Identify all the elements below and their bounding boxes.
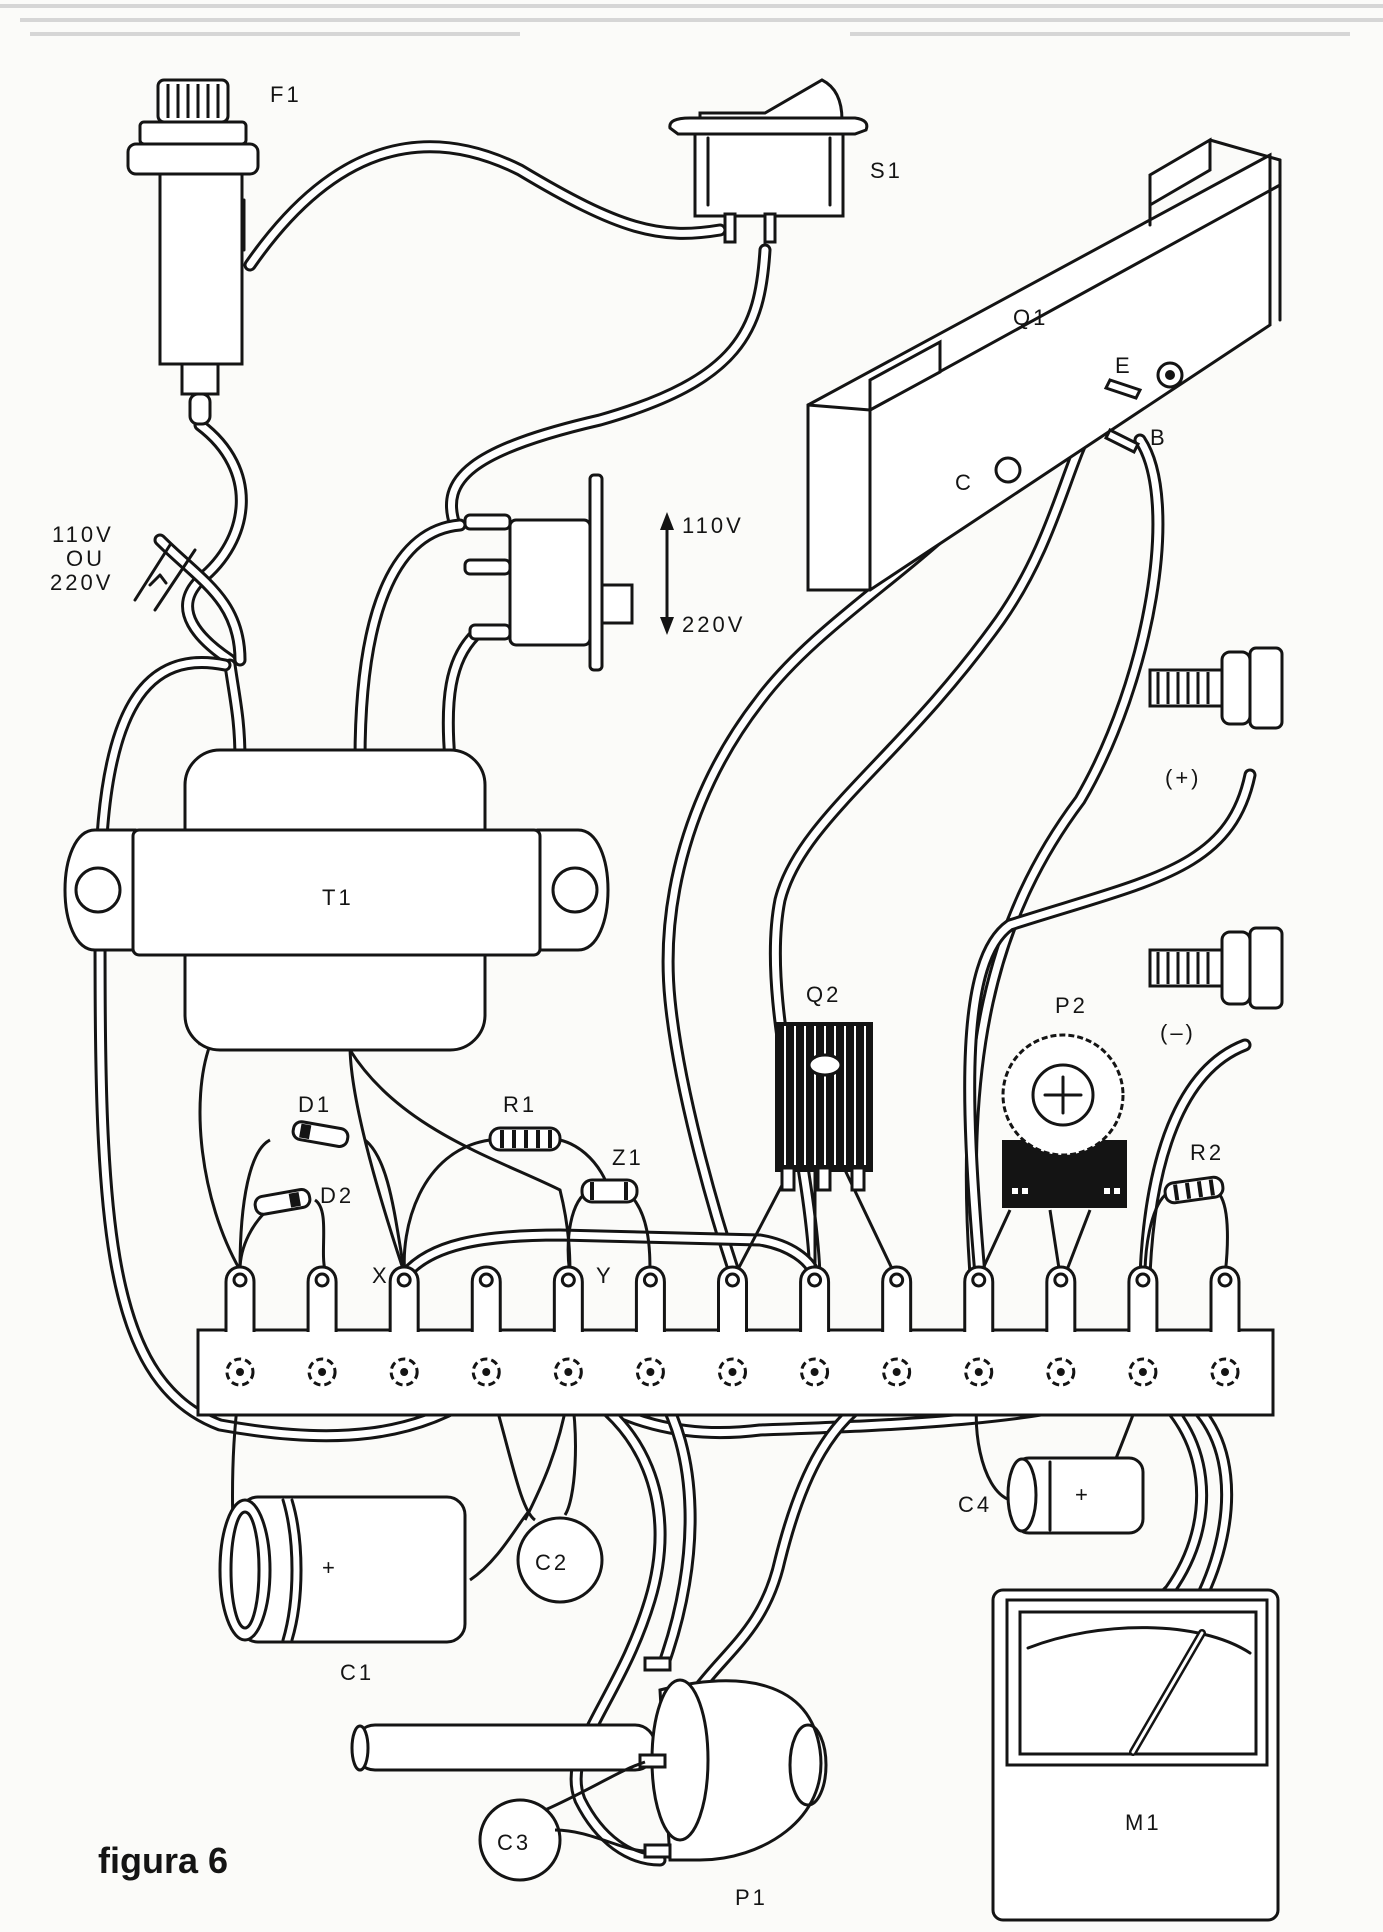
label-c1: C1 — [340, 1660, 374, 1685]
solder-lug-hole — [1217, 1272, 1233, 1288]
label-mains-2: OU — [66, 546, 105, 571]
terminal-screw-center — [646, 1368, 655, 1376]
solder-lug-hole — [1053, 1272, 1069, 1288]
label-node-y: Y — [596, 1263, 614, 1288]
solder-lug-hole — [560, 1272, 576, 1288]
label-c1-plus: + — [322, 1555, 338, 1580]
label-r1: R1 — [503, 1092, 537, 1117]
label-negative: (–) — [1160, 1020, 1196, 1045]
header-text-residue — [0, 4, 1383, 36]
solder-lug — [963, 1265, 995, 1332]
solder-lug-hole — [889, 1272, 905, 1288]
resistor-r2: R2 — [1163, 1140, 1225, 1205]
terminal-screw-center — [236, 1368, 244, 1376]
binding-post-negative: (–) — [1148, 926, 1284, 1045]
meter-scale-arc — [1026, 1626, 1252, 1655]
solder-lug-hole — [396, 1272, 412, 1288]
binding-post-positive: (+) — [1148, 646, 1284, 790]
trimpot-p2: P2 — [1001, 993, 1127, 1208]
solder-lug — [1127, 1265, 1159, 1332]
solder-lug-hole — [478, 1272, 494, 1288]
fuse-holder-f1: F1 — [126, 78, 302, 426]
label-z1: Z1 — [612, 1145, 644, 1170]
voltage-selector-switch: 110V 220V — [463, 473, 745, 672]
label-q1-b: B — [1150, 425, 1168, 450]
label-f1: F1 — [270, 82, 302, 107]
terminal-screw-center — [400, 1368, 409, 1376]
label-selector-220: 220V — [682, 612, 745, 637]
label-c4: C4 — [958, 1492, 992, 1517]
label-m1: M1 — [1125, 1810, 1162, 1835]
mains-label: 110V OU 220V — [50, 522, 197, 612]
solder-lug — [388, 1265, 420, 1332]
label-c2: C2 — [535, 1550, 569, 1575]
label-q1: Q1 — [1013, 305, 1048, 330]
label-mains-3: 220V — [50, 570, 113, 595]
rocker-switch-s1: S1 — [668, 78, 903, 244]
solder-lug — [717, 1265, 748, 1332]
label-s1: S1 — [870, 158, 903, 183]
solder-lug — [881, 1265, 913, 1332]
solder-lug-hole — [1135, 1272, 1151, 1288]
arrow-down-icon — [660, 617, 674, 635]
break-symbol-icon — [133, 543, 197, 612]
potentiometer-p1: P1 — [350, 1656, 828, 1910]
label-p1: P1 — [735, 1885, 768, 1910]
terminal-screw-center — [564, 1368, 573, 1376]
label-mains-1: 110V — [52, 522, 114, 547]
resistor-r1: R1 — [488, 1092, 562, 1152]
solder-lug-hole — [971, 1272, 987, 1288]
terminal-strip: X Y — [196, 1263, 1275, 1417]
solder-lug-hole — [314, 1272, 330, 1288]
panel-meter-m1: M1 — [991, 1588, 1280, 1922]
label-d2: D2 — [320, 1183, 354, 1208]
capacitor-c4: + C4 — [958, 1456, 1145, 1535]
transistor-q2: Q2 — [775, 982, 873, 1192]
capacitor-c1: + C1 — [218, 1495, 467, 1685]
solder-lug — [470, 1265, 502, 1332]
solder-lug-hole — [725, 1272, 740, 1288]
terminal-screw-center — [318, 1368, 327, 1376]
label-p2: P2 — [1055, 993, 1088, 1018]
solder-lug-hole — [232, 1272, 248, 1288]
zener-z1: Z1 — [580, 1145, 644, 1204]
label-q2: Q2 — [806, 982, 841, 1007]
label-d1: D1 — [298, 1092, 332, 1117]
label-c4-plus: + — [1075, 1482, 1091, 1507]
transformer-t1: T1 — [63, 748, 610, 1052]
label-c3: C3 — [497, 1830, 531, 1855]
label-q1-c: C — [955, 470, 974, 495]
solder-lug — [1209, 1265, 1241, 1332]
terminal-screw-center — [892, 1368, 901, 1376]
terminal-screw-center — [1138, 1368, 1147, 1376]
terminal-screw-center — [1056, 1368, 1065, 1376]
label-q1-e: E — [1115, 353, 1133, 378]
capacitor-c2: C2 — [516, 1516, 604, 1604]
solder-lug-hole — [642, 1272, 658, 1288]
terminal-screw-center — [482, 1368, 491, 1376]
label-positive: (+) — [1165, 765, 1202, 790]
terminal-screw-center — [728, 1368, 737, 1376]
diode-d1: D1 — [291, 1092, 350, 1148]
solder-lug-hole — [807, 1272, 823, 1288]
label-t1: T1 — [322, 885, 354, 910]
solder-lug — [224, 1265, 256, 1332]
capacitor-c3: C3 — [478, 1760, 646, 1882]
figure-caption: figura 6 — [98, 1840, 228, 1881]
terminal-screw-center — [810, 1368, 819, 1376]
label-r2: R2 — [1190, 1140, 1224, 1165]
solder-lug — [799, 1265, 831, 1332]
arrow-up-icon — [660, 512, 674, 530]
label-node-x: X — [372, 1263, 390, 1288]
solder-lug — [552, 1265, 584, 1332]
terminal-screw-center — [974, 1368, 983, 1376]
diode-d2: D2 — [253, 1183, 354, 1216]
terminal-screw-center — [1221, 1368, 1229, 1376]
solder-lug — [306, 1265, 338, 1332]
label-selector-110: 110V — [682, 513, 744, 538]
solder-lug — [634, 1265, 666, 1332]
solder-lug — [1045, 1265, 1077, 1332]
heatsink-q1: Q1 E B C — [806, 137, 1282, 592]
